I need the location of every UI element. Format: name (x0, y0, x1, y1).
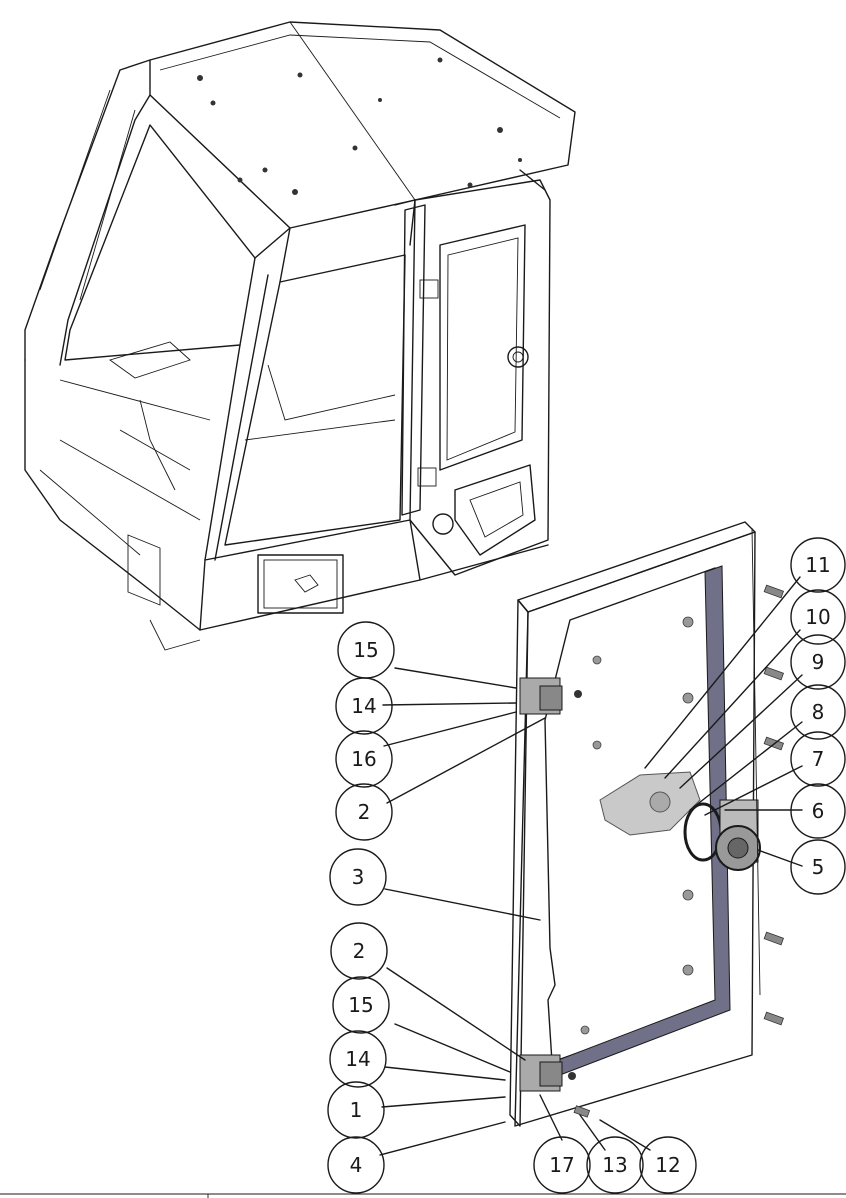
callout-2-lower: 2 (330, 922, 388, 980)
callout-15-upper: 15 (337, 621, 395, 679)
callout-10: 10 (790, 589, 846, 645)
svg-text:15: 15 (353, 638, 378, 662)
latch-mechanism (599, 771, 701, 836)
svg-text:10: 10 (805, 605, 830, 629)
callout-3: 3 (329, 848, 387, 906)
svg-text:2: 2 (353, 939, 366, 963)
svg-text:4: 4 (350, 1153, 363, 1177)
svg-text:16: 16 (351, 747, 376, 771)
callout-11: 11 (790, 537, 846, 593)
svg-text:15: 15 (348, 993, 373, 1017)
svg-text:6: 6 (812, 799, 825, 823)
svg-text:13: 13 (602, 1153, 627, 1177)
callout-1: 1 (327, 1081, 385, 1139)
callout-4: 4 (327, 1136, 385, 1194)
door-assembly (509, 521, 784, 1127)
svg-text:3: 3 (352, 865, 365, 889)
callout-17: 17 (533, 1136, 591, 1194)
svg-text:7: 7 (812, 747, 825, 771)
callout-6: 6 (790, 783, 846, 839)
callout-2-upper: 2 (335, 783, 393, 841)
callout-16: 16 (335, 730, 393, 788)
svg-text:14: 14 (345, 1047, 370, 1071)
callout-13: 13 (586, 1136, 644, 1194)
svg-text:5: 5 (812, 855, 825, 879)
svg-text:11: 11 (805, 553, 830, 577)
svg-text:17: 17 (549, 1153, 574, 1177)
callout-5: 5 (790, 839, 846, 895)
svg-text:14: 14 (351, 694, 376, 718)
hinge-lower (519, 1054, 576, 1092)
svg-text:12: 12 (655, 1153, 680, 1177)
svg-text:8: 8 (812, 700, 825, 724)
callout-12: 12 (639, 1136, 697, 1194)
svg-text:2: 2 (358, 800, 371, 824)
callout-8: 8 (790, 684, 846, 740)
callout-14-lower: 14 (329, 1030, 387, 1088)
callout-15-lower: 15 (332, 976, 390, 1034)
callout-14-upper: 14 (335, 677, 393, 735)
hinge-upper (519, 677, 582, 715)
svg-text:9: 9 (812, 650, 825, 674)
callout-9: 9 (790, 634, 846, 690)
callout-7: 7 (790, 731, 846, 787)
svg-text:1: 1 (350, 1098, 363, 1122)
cab-assembly (24, 21, 576, 651)
leader-lines (379, 576, 803, 1156)
